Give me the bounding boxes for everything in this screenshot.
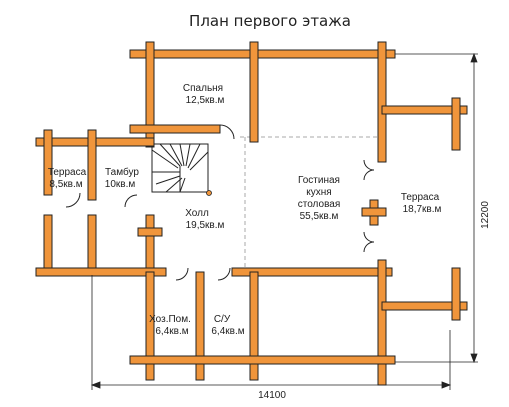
door-living-1	[363, 159, 375, 171]
label-bathroom-name: С/У	[214, 314, 231, 325]
label-terrace-left-name: Терраса	[48, 167, 87, 178]
wall-terrace-left-outer-top	[43, 129, 53, 196]
wall-living-mid-cross	[361, 207, 387, 217]
wall-terrace-right-post-top	[451, 97, 461, 151]
wall-bedroom-right	[249, 41, 259, 143]
wall-terrace-right-post-bottom	[451, 267, 461, 321]
dim-width-label: 14100	[258, 390, 286, 401]
door-terrace-left	[65, 192, 81, 208]
label-vestibule-name: Тамбур	[105, 166, 139, 178]
wall-top	[129, 49, 396, 59]
door-bedroom	[219, 124, 235, 140]
wall-bottom	[129, 355, 396, 365]
log-walls	[35, 41, 468, 386]
label-utility-area: 6,4кв.м	[155, 326, 188, 337]
door-living-2	[363, 169, 375, 181]
wall-terrace-right-top	[381, 105, 468, 115]
dim-height-label: 12200	[480, 201, 491, 229]
door-living-4	[363, 241, 375, 253]
wall-middle-bottom-right	[231, 267, 393, 277]
wall-left-upper	[145, 41, 155, 148]
door-vestibule	[124, 194, 138, 208]
door-bathroom	[217, 267, 231, 281]
label-living-name-2: кухня	[306, 187, 331, 198]
wall-vestibule-left-bottom	[87, 214, 97, 276]
wall-bottom-left	[145, 271, 155, 381]
label-utility-name: Хоз.Пом.	[149, 314, 191, 325]
wall-bathroom-right	[249, 271, 259, 381]
wall-utility-right	[195, 271, 205, 381]
label-bedroom-area: 12,5кв.м	[186, 95, 225, 106]
label-living-name-3: столовая	[298, 199, 341, 210]
wall-right-bottom	[377, 259, 387, 386]
label-terrace-right-area: 18,7кв.м	[403, 204, 442, 215]
wall-right-top	[377, 41, 387, 163]
dimension-lines	[90, 52, 478, 390]
wall-terrace-left-outer-bottom	[43, 214, 53, 276]
label-hall-area: 19,5кв.м	[186, 220, 225, 231]
label-vestibule-area: 10кв.м	[105, 179, 136, 190]
label-bathroom-area: 6,4кв.м	[211, 326, 244, 337]
wall-bedroom-bottom	[129, 124, 221, 134]
label-living-area: 55,5кв.м	[300, 211, 339, 222]
wall-terrace-left-inner	[87, 129, 97, 201]
label-terrace-right-name: Терраса	[401, 192, 440, 203]
wall-terrace-right-bottom	[381, 301, 468, 311]
door-living-3	[363, 231, 375, 243]
door-utility	[175, 267, 189, 281]
staircase	[151, 143, 209, 193]
label-bedroom-name: Спальня	[183, 83, 223, 94]
plan-title: План первого этажа	[189, 12, 351, 30]
label-living-name-1: Гостиная	[298, 175, 340, 186]
label-hall-name: Холл	[185, 208, 209, 219]
wall-hall-stub	[137, 227, 163, 237]
label-terrace-left-area: 8,5кв.м	[49, 179, 82, 190]
doors	[65, 124, 375, 281]
fireplace-icon	[206, 190, 212, 196]
room-labels: Спальня 12,5кв.м Терраса 8,5кв.м Тамбур …	[48, 83, 442, 337]
wall-middle-bottom-left	[35, 267, 167, 277]
